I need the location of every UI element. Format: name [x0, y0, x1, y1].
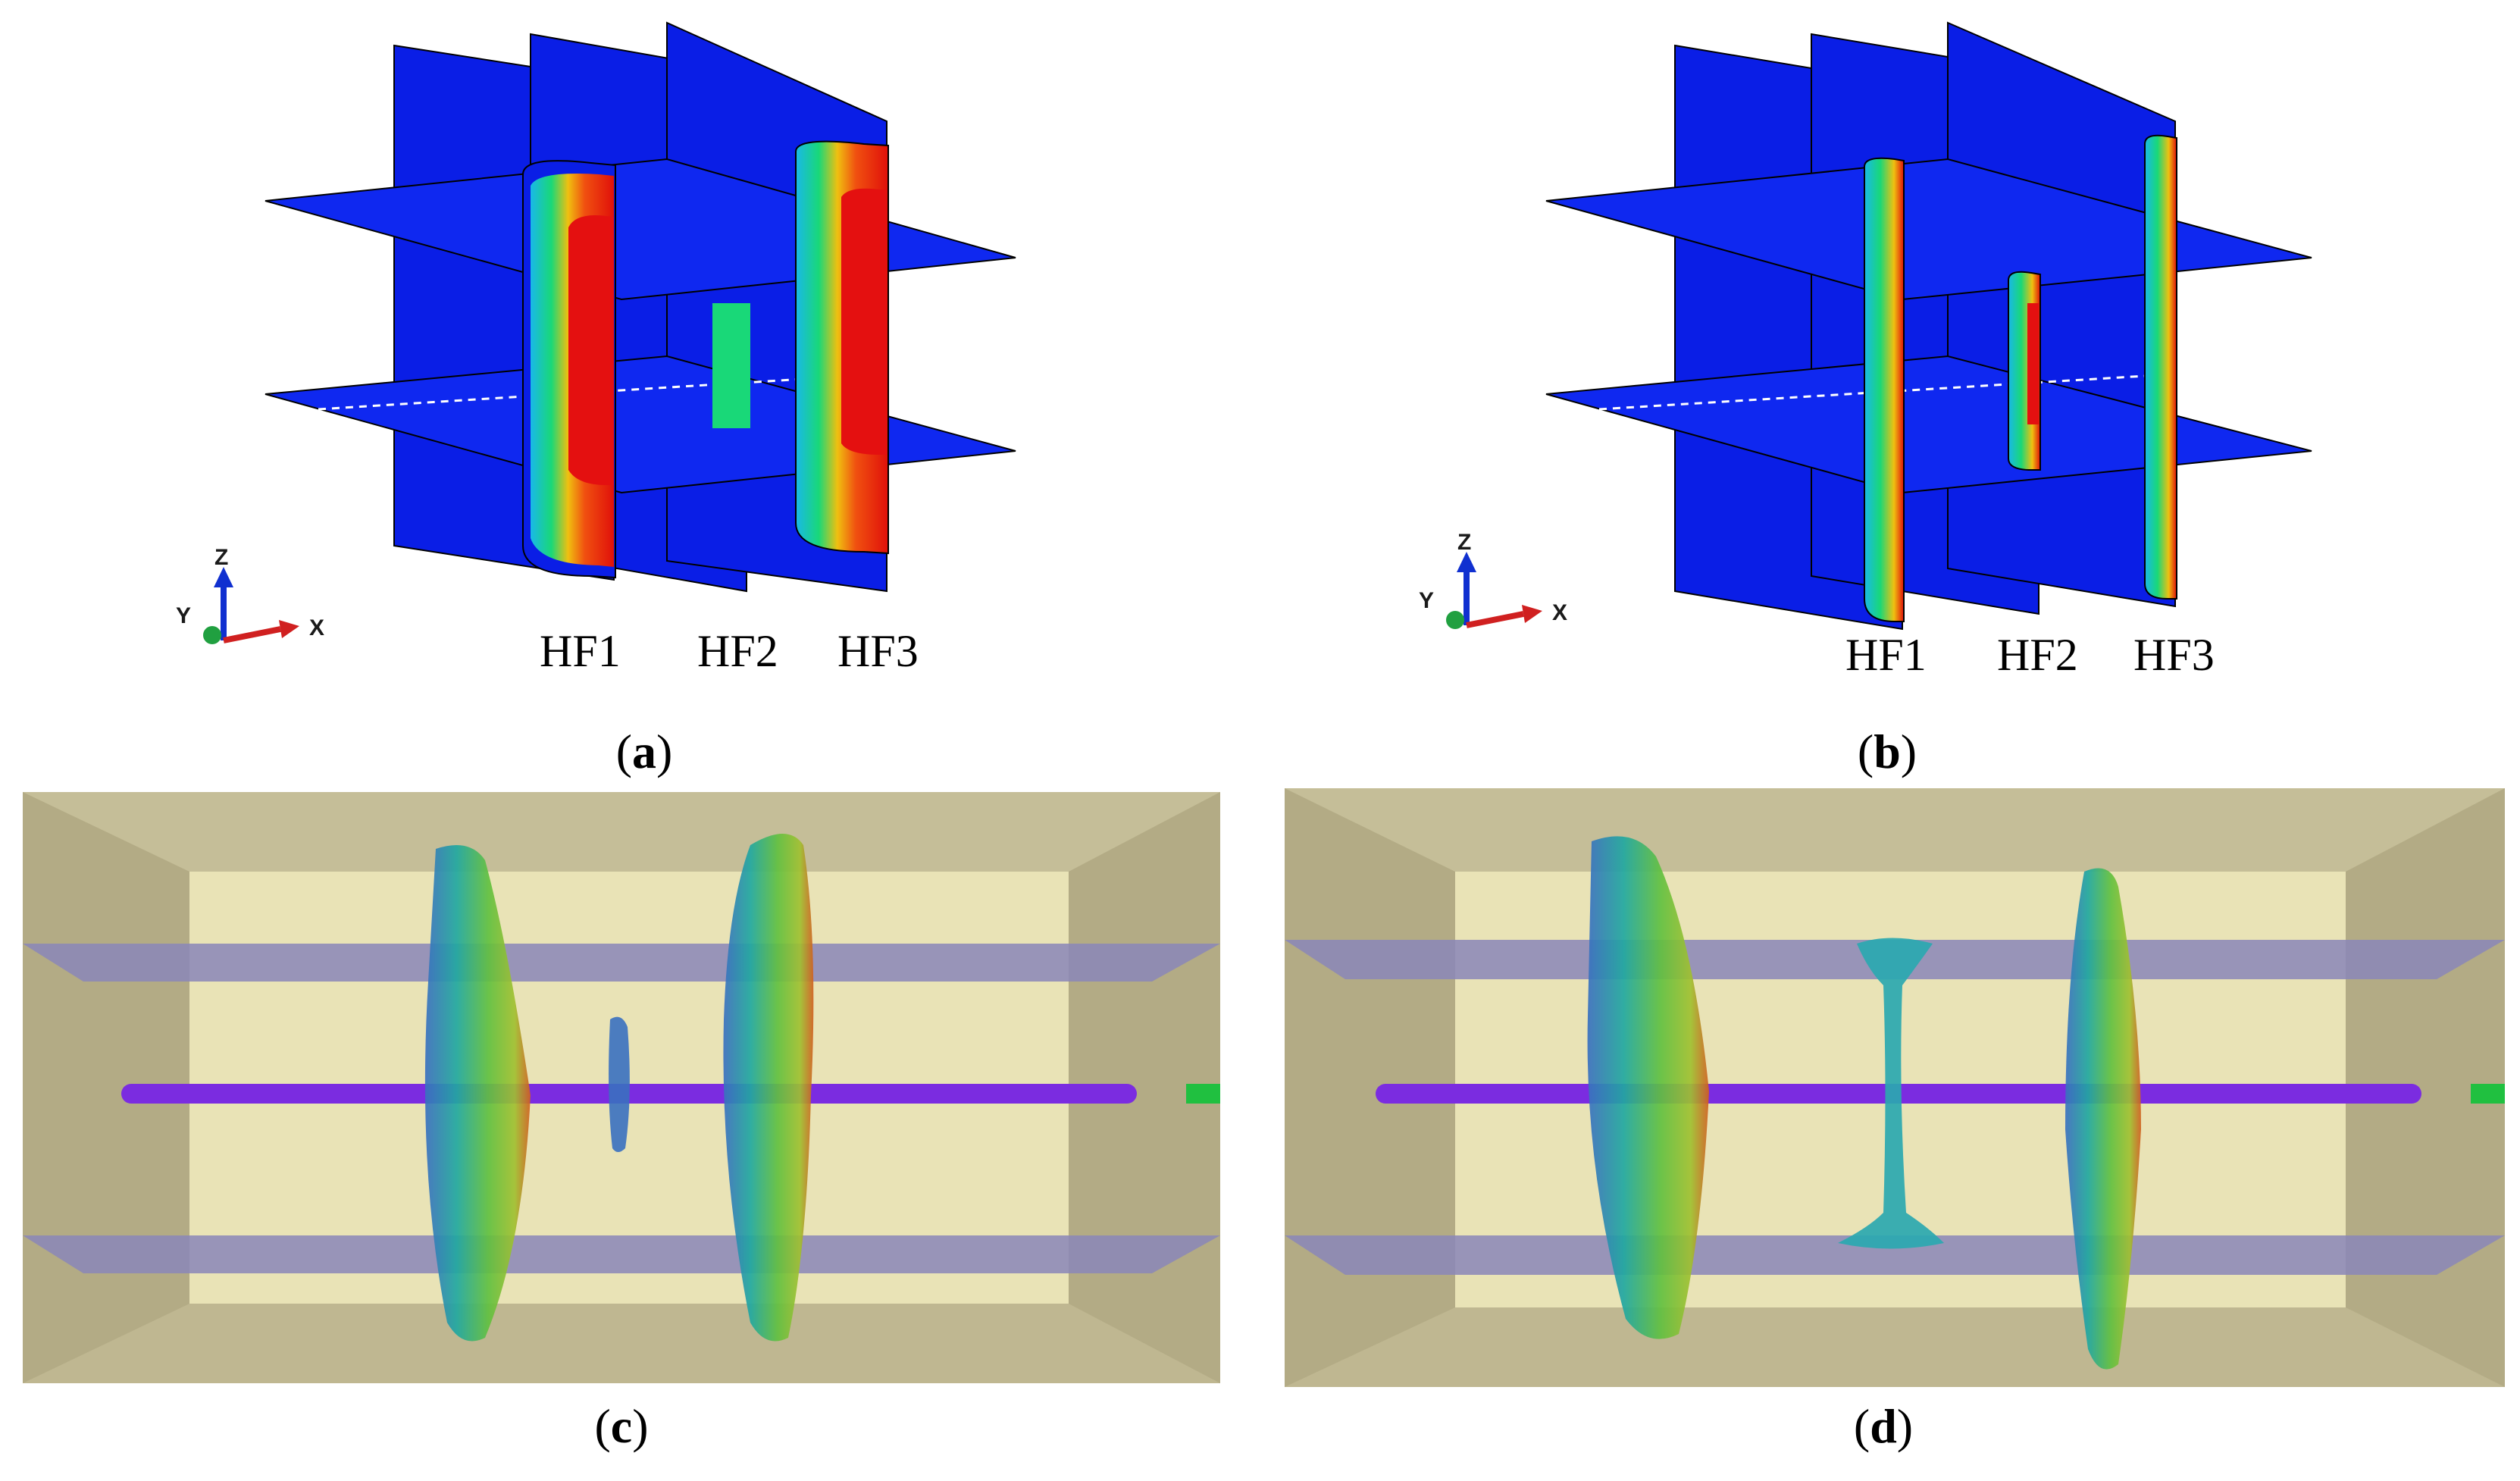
box-top-wall: [1285, 788, 2505, 872]
hf1-cloud: [424, 845, 531, 1342]
hf3-contour: [2144, 134, 2177, 600]
hf3-cloud: [2065, 868, 2141, 1370]
box-top-wall: [23, 792, 1220, 872]
hf1-cloud: [1587, 836, 1709, 1339]
caption-d: (d): [1853, 1399, 1914, 1453]
panel-d: (d): [1285, 788, 2505, 1453]
wellbore-end-marker: [1186, 1084, 1220, 1104]
hf1-core: [568, 215, 614, 485]
hf2-core: [2027, 303, 2039, 424]
horizontal-plane-bottom: [265, 355, 1016, 494]
caption-a: (a): [615, 725, 673, 778]
svg-text:X: X: [309, 615, 324, 640]
horizontal-plane-bottom: [1545, 355, 2312, 494]
panel-a-figure: Z Y X: [176, 21, 1016, 644]
caption-c: (c): [594, 1399, 649, 1453]
panel-b: Z Y X HF1 HF2 HF3 (b): [1281, 0, 2520, 778]
hf2-label: HF2: [697, 626, 778, 676]
horizontal-plane-bottom: [1285, 1235, 2505, 1275]
wellbore-line: [318, 366, 986, 411]
hf1-contour: [1864, 157, 1905, 622]
box-bottom-wall: [1285, 1307, 2505, 1387]
panel-a: Z Y X HF1 HF2 HF3 (a): [0, 0, 1213, 778]
coordinate-axes: Z Y X: [1419, 530, 1567, 629]
hf2-patch: [712, 303, 750, 428]
horizontal-plane-bottom: [23, 1235, 1220, 1273]
panel-b-figure: Z Y X: [1419, 21, 2312, 631]
hf2-cloud: [609, 1016, 630, 1152]
svg-text:Z: Z: [214, 545, 228, 570]
wellbore-end-marker: [2471, 1084, 2505, 1104]
svg-text:Z: Z: [1457, 530, 1471, 555]
vertical-plane-3: [1947, 21, 2176, 608]
horizontal-plane-top: [1545, 158, 2312, 301]
hf3-label: HF3: [837, 626, 919, 676]
hf2-cloud: [1838, 938, 1944, 1249]
caption-b: (b): [1857, 725, 1917, 778]
svg-text:Y: Y: [176, 603, 191, 628]
panel-d-figure: [1285, 788, 2505, 1387]
hf1-label: HF1: [1845, 630, 1927, 680]
box-bottom-wall: [23, 1304, 1220, 1383]
horizontal-plane-top: [23, 944, 1220, 982]
svg-text:Y: Y: [1419, 588, 1434, 613]
horizontal-plane-top: [265, 158, 1016, 301]
hf1-label: HF1: [540, 626, 621, 676]
panel-c: (c): [23, 792, 1220, 1453]
hf3-cloud: [723, 834, 814, 1342]
panel-c-figure: [23, 792, 1220, 1383]
wellbore-line: [1598, 366, 2282, 411]
coordinate-axes: Z Y X: [176, 545, 324, 644]
hf2-label: HF2: [1997, 630, 2078, 680]
hf3-core: [841, 188, 887, 455]
hf3-label: HF3: [2133, 630, 2215, 680]
svg-text:X: X: [1552, 600, 1567, 625]
